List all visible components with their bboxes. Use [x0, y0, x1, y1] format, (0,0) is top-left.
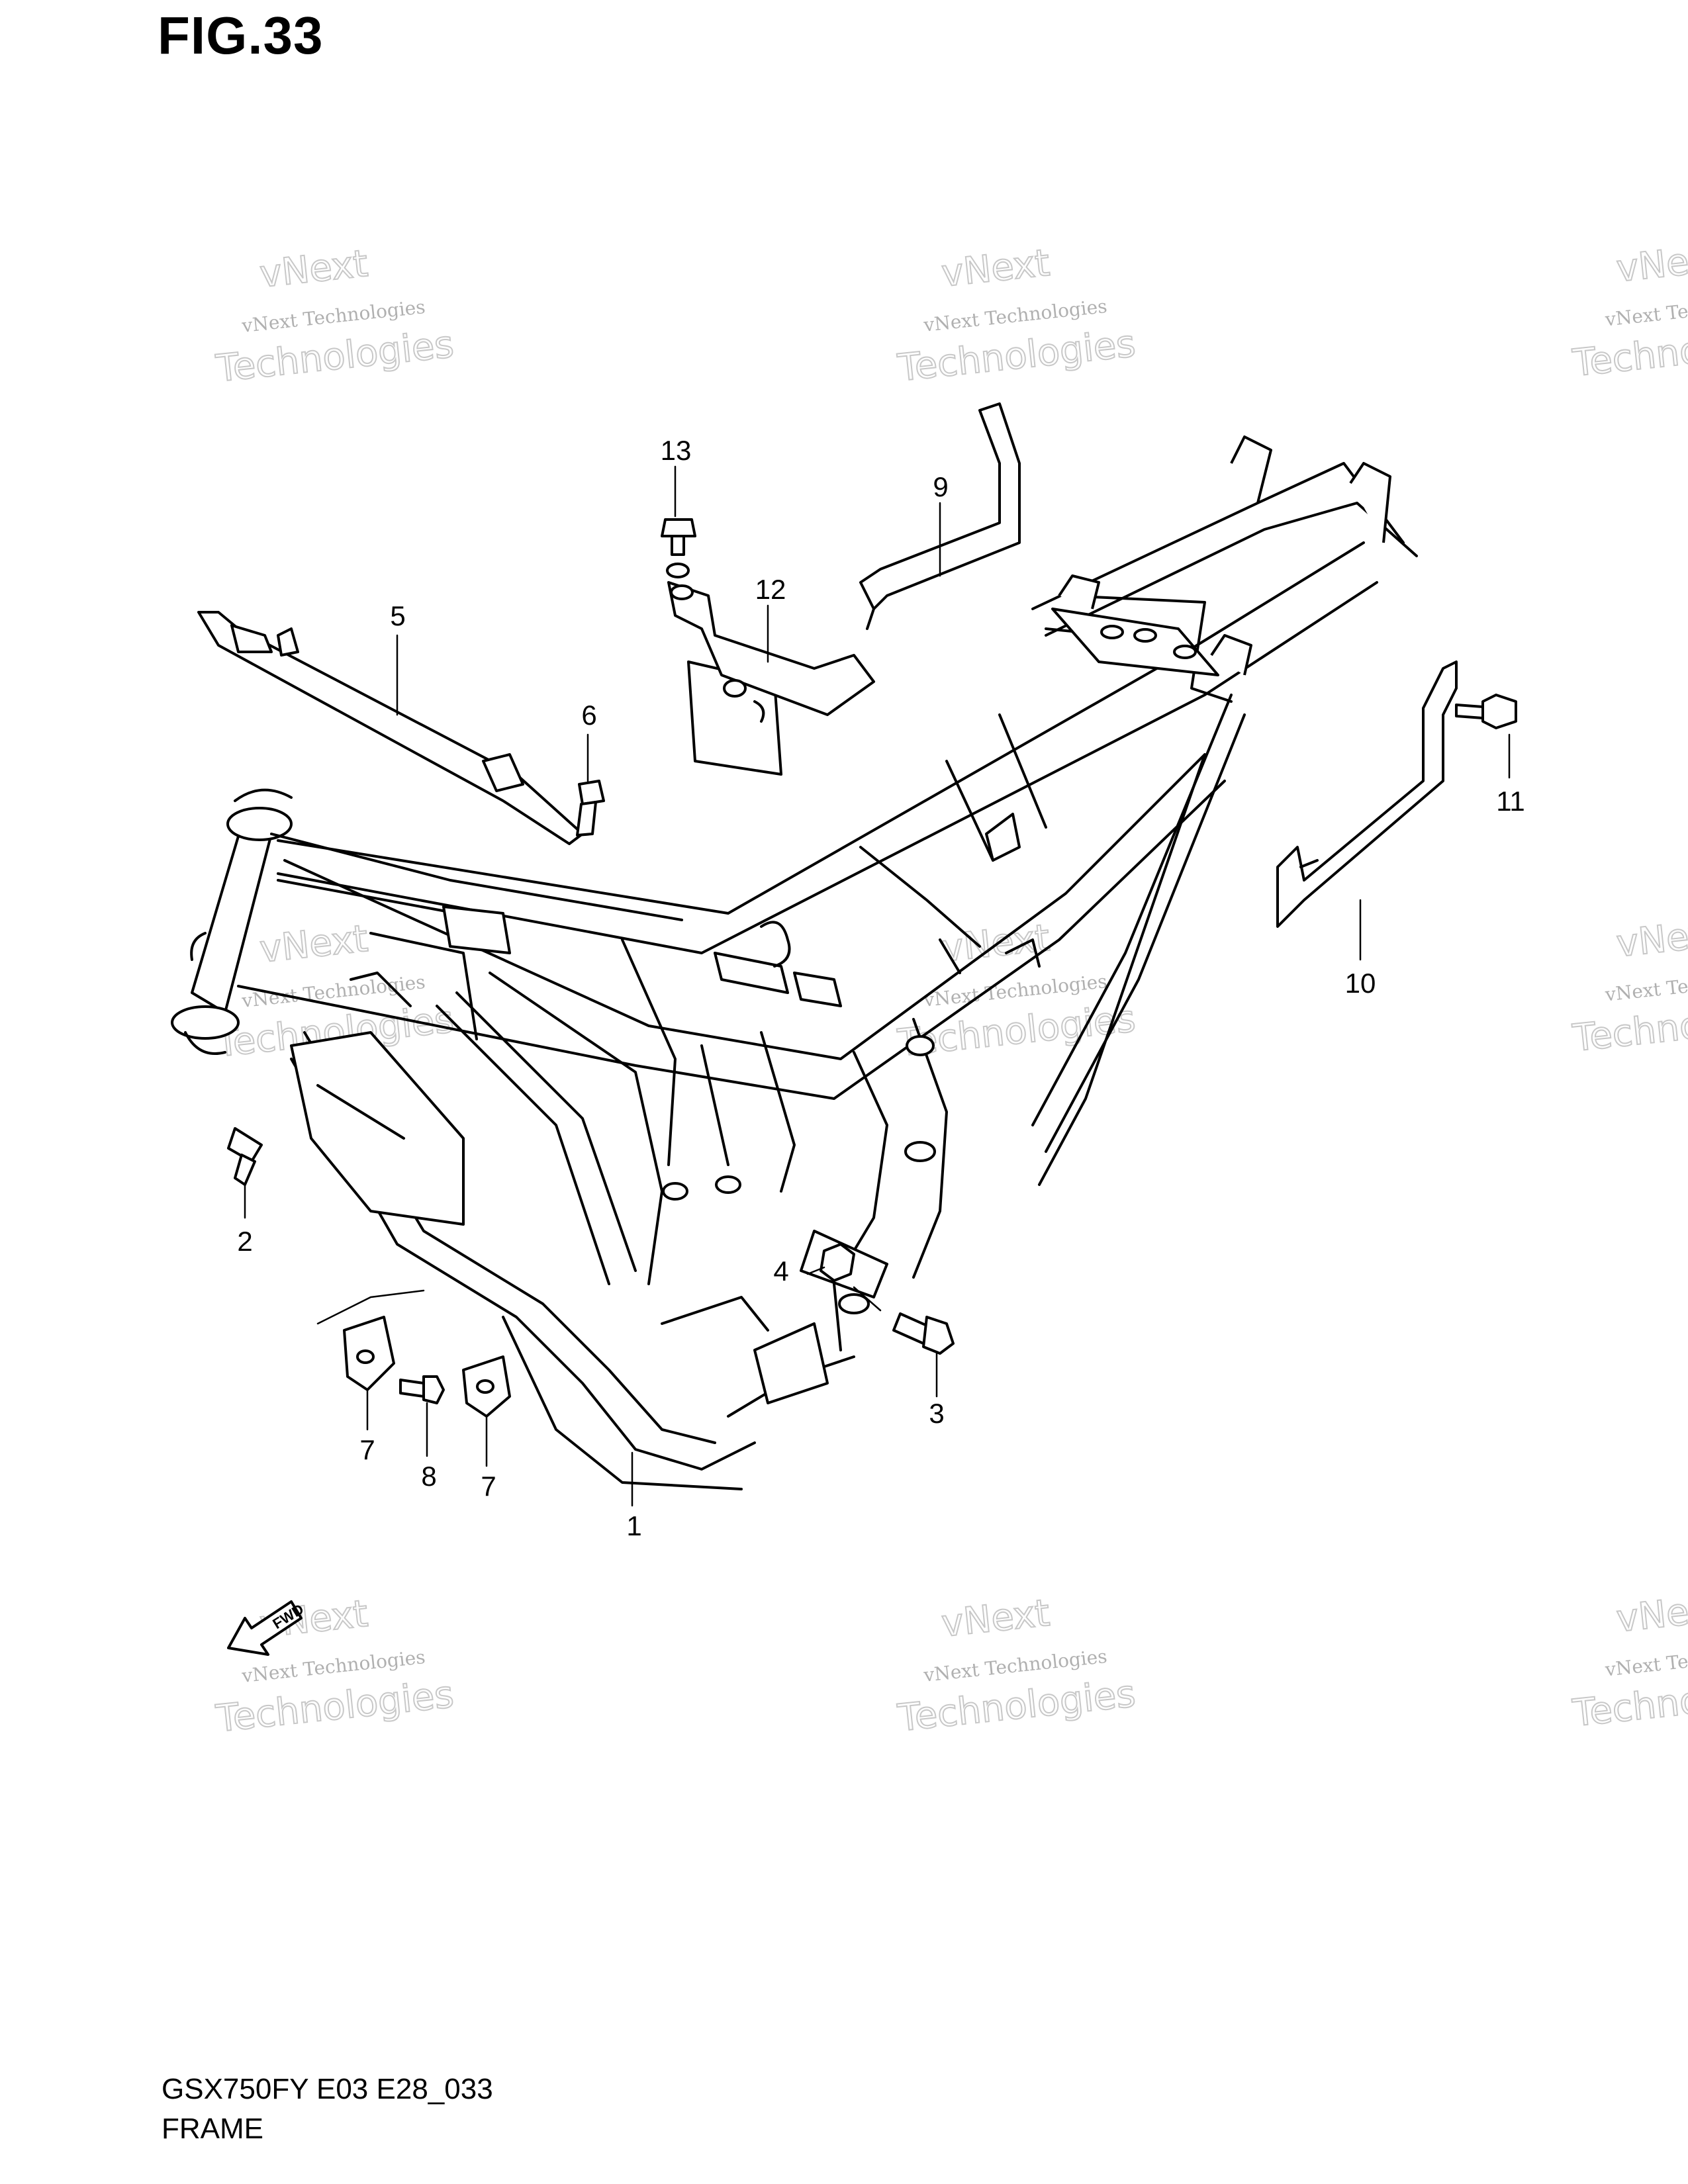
- svg-text:vNext Technologies: vNext Technologies: [1603, 965, 1688, 1006]
- section-name: FRAME: [162, 2113, 263, 2145]
- svg-text:vNext: vNext: [258, 917, 370, 972]
- svg-text:vNext: vNext: [1615, 1586, 1688, 1641]
- callout-6: 6: [581, 700, 596, 731]
- callout-9: 9: [933, 471, 948, 502]
- watermark-mid-right: vNext Technologies vNext Technologies: [1570, 911, 1688, 1060]
- callout-7-left: 7: [359, 1434, 375, 1465]
- part-2-bolt: [227, 1127, 263, 1186]
- frame-tab-front: [442, 905, 511, 954]
- leader-lines: [244, 465, 1511, 1507]
- frame-upper-right-spar: [283, 753, 1206, 1060]
- part-7-plate-right: [462, 1355, 511, 1418]
- callout-7-right: 7: [481, 1471, 496, 1502]
- rear-subframe-right-rail: [1064, 594, 1233, 703]
- svg-text:vNext: vNext: [1615, 911, 1688, 966]
- part-13-bolt: [661, 518, 696, 578]
- callout-3: 3: [929, 1398, 944, 1429]
- callout-2: 2: [237, 1226, 252, 1257]
- main-frame-drawing: [171, 435, 1418, 1490]
- steering-head-top: [226, 807, 293, 841]
- svg-text:vNext: vNext: [1615, 236, 1688, 291]
- svg-text:vNext: vNext: [939, 1592, 1052, 1646]
- part-5-front-stay: [197, 611, 584, 845]
- svg-text:vNext Technologies: vNext Technologies: [1603, 1640, 1688, 1681]
- callout-1: 1: [626, 1510, 641, 1541]
- callout-11: 11: [1496, 786, 1525, 817]
- lower-cradle-rail: [290, 1058, 756, 1471]
- watermark-bottom-right: vNext Technologies vNext Technologies: [1570, 1586, 1688, 1735]
- svg-text:vNext Technologies: vNext Technologies: [1603, 290, 1688, 331]
- part-9-stay: [859, 402, 1021, 630]
- callout-10: 10: [1345, 968, 1376, 999]
- watermark-bottom-left: vNext Technologies vNext Technologies: [213, 1592, 457, 1741]
- svg-text:vNext: vNext: [939, 242, 1052, 296]
- frame-upper-left-spar: [277, 541, 1365, 915]
- frame-tab-mid: [714, 952, 789, 994]
- part-8-bolt: [399, 1375, 445, 1404]
- part-7-plate-left: [343, 1316, 395, 1391]
- watermark-group: vNext Technologies vNext Technologies vN…: [213, 236, 1688, 1741]
- svg-text:vNext: vNext: [258, 242, 370, 296]
- figure-title: FIG.33: [158, 6, 324, 65]
- callout-12: 12: [755, 574, 786, 605]
- steering-head-bottom: [171, 1005, 240, 1040]
- callout-numbers: 1 2 3 4 5 6 7 7 8 9 10 11 12 13: [237, 435, 1524, 1541]
- callout-13: 13: [661, 435, 692, 466]
- rear-crossmember-plate: [1051, 608, 1219, 676]
- callout-4: 4: [773, 1255, 788, 1287]
- watermark-top-left: vNext Technologies vNext Technologies: [213, 242, 457, 391]
- part-11-bolt: [1455, 694, 1517, 729]
- watermark-top-center: vNext Technologies vNext Technologies: [895, 241, 1139, 390]
- model-code: GSX750FY E03 E28_033: [162, 2073, 493, 2105]
- steering-head-top-lip: [234, 788, 293, 802]
- swingarm-pivot-plate: [833, 1051, 888, 1351]
- part-6-bolt: [576, 780, 605, 837]
- front-downtube: [436, 1005, 610, 1285]
- steering-head-tube: [191, 813, 273, 1014]
- callout-8: 8: [421, 1461, 436, 1492]
- watermark-top-right: vNext Technologies vNext Technologies: [1570, 236, 1688, 385]
- callout-5: 5: [390, 600, 405, 631]
- part-10-stay: [1276, 660, 1458, 928]
- left-side-panel: [290, 1031, 465, 1226]
- part-12-bracket: [667, 581, 875, 776]
- lower-cradle-bracket: [753, 1322, 829, 1404]
- part-3-bolt: [892, 1312, 955, 1355]
- watermark-bottom-center: vNext Technologies vNext Technologies: [895, 1591, 1139, 1741]
- part-4-nut: [820, 1243, 855, 1282]
